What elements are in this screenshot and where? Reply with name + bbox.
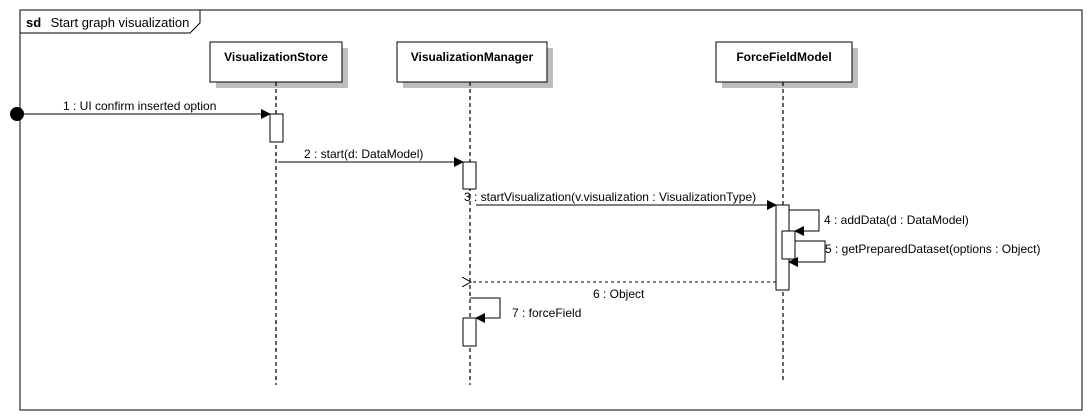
activation-bar [462, 317, 477, 347]
message-1: 1 : UI confirm inserted option [24, 99, 271, 119]
lifeline-label: VisualizationManager [411, 50, 534, 64]
lifeline-label: ForceFieldModel [736, 50, 831, 64]
message-7: 7 : forceField [470, 297, 581, 323]
activation-bar [269, 113, 284, 143]
lifeline-label: VisualizationStore [224, 50, 328, 64]
lifeline-forcefieldmodel: ForceFieldModel [715, 41, 858, 380]
message-label: 2 : start(d: DataModel) [304, 147, 423, 161]
message-2: 2 : start(d: DataModel) [278, 147, 464, 167]
lifeline-visualizationmanager: VisualizationManager [396, 41, 553, 385]
frame-title: sd Start graph visualization [26, 14, 189, 31]
activation-bar [781, 230, 796, 260]
message-3: 3 : startVisualization(v.visualization :… [464, 190, 777, 210]
message-4: 4 : addData(d : DataModel) [789, 209, 969, 236]
message-5: 5 : getPreparedDataset(options : Object) [788, 240, 1040, 267]
found-message-dot [10, 107, 24, 121]
message-6: 6 : Object [471, 282, 776, 301]
message-label: 5 : getPreparedDataset(options : Object) [825, 242, 1040, 256]
message-label: 7 : forceField [512, 306, 581, 320]
lifeline-visualizationstore: VisualizationStore [209, 41, 348, 385]
diagram-frame: sd Start graph visualization [19, 9, 1083, 411]
activation-bar [462, 161, 477, 190]
message-label: 6 : Object [593, 287, 645, 301]
message-label: 3 : startVisualization(v.visualization :… [464, 190, 756, 204]
message-label: 4 : addData(d : DataModel) [824, 213, 969, 227]
message-label: 1 : UI confirm inserted option [63, 99, 216, 113]
